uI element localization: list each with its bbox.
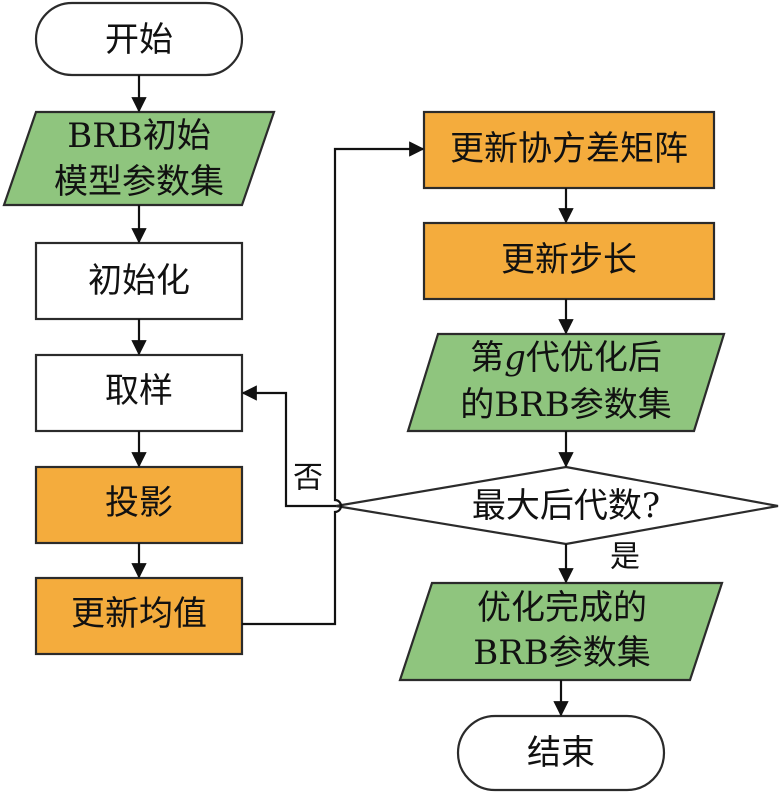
max-gen-decision: 最大后代数? [335,465,779,546]
gen-params-suffix: 代优化后 [526,338,662,378]
sampling-node: 取样 [34,353,244,433]
optimized-params-label-line2: BRB参数集 [473,633,651,673]
gen-params-variable: g [504,338,526,378]
initial-params-label-line1: BRB初始 [67,116,211,156]
initial-params-label-line2: 模型参数集 [54,162,224,202]
start-label: 开始 [105,20,173,60]
update-mean-node: 更新均值 [34,576,244,656]
edge-decision-no-to-sampling [241,385,336,508]
optimized-params-shape [398,581,724,682]
projection-node: 投影 [34,465,244,545]
gen-params-label-line2: 的BRB参数集 [460,385,672,425]
initial-params-node: BRB初始 模型参数集 [2,110,276,207]
edge-update-mean-to-covariance [242,141,425,626]
projection-label: 投影 [105,483,173,523]
end-node: 结束 [456,714,666,792]
gen-params-prefix: 第 [470,338,504,378]
max-gen-label: 最大后代数? [472,486,660,526]
optimized-params-node: 优化完成的 BRB参数集 [398,581,724,682]
sampling-label: 取样 [105,371,173,411]
gen-params-shape [406,332,726,433]
update-step-node: 更新步长 [422,221,716,301]
end-label: 结束 [527,733,595,773]
initialize-label: 初始化 [88,261,190,301]
gen-params-node: 第g代优化后 的BRB参数集 [406,332,726,433]
update-mean-label: 更新均值 [71,594,207,634]
update-covariance-node: 更新协方差矩阵 [422,110,716,190]
update-covariance-label: 更新协方差矩阵 [450,129,688,169]
initialize-node: 初始化 [34,241,244,321]
gen-params-label-line1: 第g代优化后 [470,338,662,378]
start-node: 开始 [34,1,244,77]
initial-params-shape [2,110,276,207]
no-label: 否 [293,461,323,496]
yes-label: 是 [610,540,640,575]
update-step-label: 更新步长 [501,240,637,280]
optimized-params-label-line1: 优化完成的 [477,588,647,628]
